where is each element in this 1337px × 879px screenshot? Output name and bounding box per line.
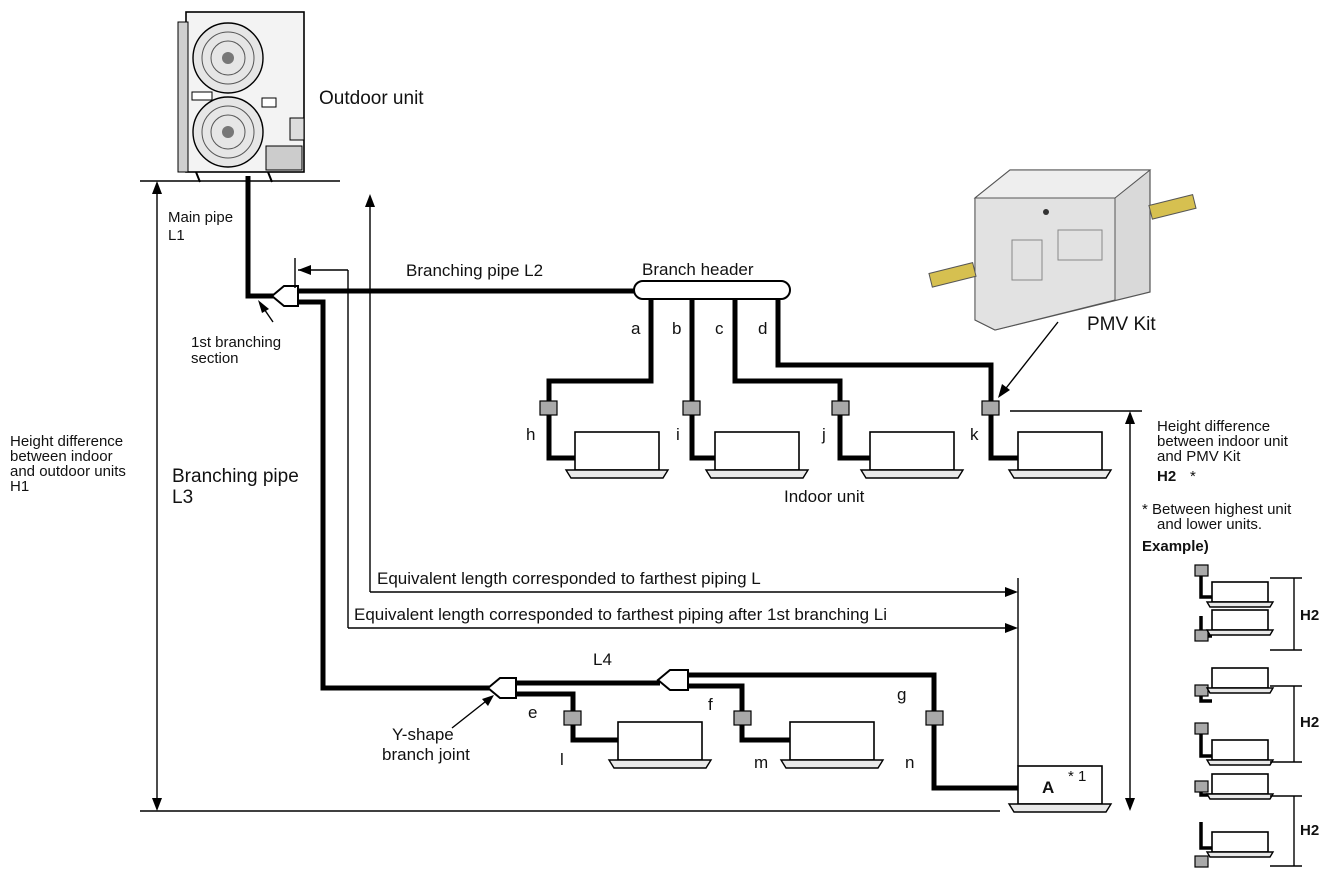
- branching-pipe-l3-label-line2: L3: [172, 487, 193, 508]
- y-branch-pointer-arrow: [482, 695, 494, 706]
- example-h2-label-3: H2: [1300, 822, 1319, 839]
- pipe-letter-e: e: [528, 703, 537, 722]
- indoor-unit-icon: [1017, 431, 1103, 471]
- pmv-kit-icon: [682, 400, 701, 416]
- y-branch-pointer-line: [451, 697, 491, 729]
- pipe-a-line: [546, 299, 654, 402]
- first-branching-label-line1: 1st branching: [191, 334, 281, 351]
- pipe-letter-l: l: [560, 750, 564, 769]
- pipe-letter-j: j: [821, 425, 826, 444]
- branching-pipe-l3-label-line1: Branching pipe: [172, 466, 299, 487]
- pmv-kit-icon: [981, 400, 1000, 416]
- main-pipe-label: Main pipe: [168, 209, 233, 226]
- indoor-group-l: [563, 710, 713, 769]
- h2-label-code: H2: [1157, 468, 1176, 485]
- main-pipe-code-label: L1: [168, 227, 185, 244]
- indoor-group-h: [539, 400, 670, 479]
- example-illustration: [1194, 564, 1302, 868]
- pipe-letter-f: f: [708, 695, 713, 714]
- pmv-kit-icon: [831, 400, 850, 416]
- l4-label: L4: [593, 650, 612, 669]
- pipe-g-line: [688, 672, 937, 712]
- pipe-e-line: [516, 691, 576, 712]
- pmv-kit-icon: [925, 710, 944, 726]
- pipe-letter-i: i: [676, 425, 680, 444]
- pmv-kit-pointer-arrow: [998, 384, 1010, 398]
- h1-label-line1: Height difference: [10, 433, 123, 450]
- branch-header-label: Branch header: [642, 260, 754, 279]
- pmv-kit-icon: [733, 710, 752, 726]
- unit-a-note-label: * 1: [1068, 768, 1086, 785]
- equiv-length-li-arrow: [294, 258, 1018, 633]
- pipe-d-line: [775, 299, 994, 402]
- first-branching-label-line2: section: [191, 350, 239, 367]
- y-branch-joint-1-icon: [486, 677, 517, 699]
- pipe-letter-c: c: [715, 319, 724, 338]
- indoor-group-m: [733, 710, 885, 769]
- pipe-letter-n: n: [905, 753, 914, 772]
- indoor-unit-icon: [617, 721, 703, 761]
- h1-label-line4: H1: [10, 478, 29, 495]
- h2-label-asterisk: *: [1190, 468, 1196, 485]
- outdoor-unit-illustration: [177, 11, 305, 183]
- pipe-f-line: [688, 683, 745, 712]
- first-branch-pointer-arrow: [258, 300, 269, 313]
- pmv-kit-label: PMV Kit: [1087, 314, 1156, 335]
- unit-a-label: A: [1042, 778, 1054, 797]
- example-h2-label-2: H2: [1300, 714, 1319, 731]
- example-label: Example): [1142, 538, 1209, 555]
- h2-label-line3: and PMV Kit: [1157, 448, 1241, 465]
- pipe-letter-g: g: [897, 685, 906, 704]
- pipe-c-line: [732, 299, 843, 402]
- h2-label-line1: Height difference: [1157, 418, 1270, 435]
- pipe-letter-k: k: [970, 425, 979, 444]
- indoor-unit-label: Indoor unit: [784, 487, 865, 506]
- first-branch-joint-icon: [270, 285, 299, 307]
- indoor-unit-icon: [869, 431, 955, 471]
- pipe-letter-h: h: [526, 425, 535, 444]
- equiv-length-li-label: Equivalent length corresponded to farthe…: [354, 605, 887, 624]
- y-shape-label-line1: Y-shape: [392, 725, 454, 744]
- branching-pipe-l2-label: Branching pipe L2: [406, 261, 543, 280]
- indoor-unit-a-icon: [1017, 765, 1103, 805]
- example-h2-label-1: H2: [1300, 607, 1319, 624]
- pmv-kit-icon: [539, 400, 558, 416]
- pipe-letter-m: m: [754, 753, 768, 772]
- y-shape-label-line2: branch joint: [382, 745, 470, 764]
- outdoor-unit-label: Outdoor unit: [319, 88, 424, 109]
- pipe-letter-b: b: [672, 319, 681, 338]
- indoor-unit-icon: [574, 431, 660, 471]
- indoor-group-j: [831, 400, 965, 479]
- equiv-length-l-arrow: [365, 194, 1018, 597]
- pmv-kit-illustration: [928, 169, 1197, 331]
- h1-dimension-arrow: [152, 181, 162, 811]
- pipe-letter-d: d: [758, 319, 767, 338]
- h2-dimension-arrow: [1125, 411, 1135, 811]
- indoor-group-i: [682, 400, 810, 479]
- branching-pipe-l3-line: [298, 299, 490, 691]
- note-line2: and lower units.: [1157, 516, 1262, 533]
- indoor-unit-icon: [714, 431, 800, 471]
- equiv-length-l-label: Equivalent length corresponded to farthe…: [377, 569, 761, 588]
- branch-header-icon: [633, 280, 791, 300]
- indoor-unit-icon: [789, 721, 875, 761]
- pmv-kit-pointer-line: [1002, 321, 1059, 393]
- indoor-group-n: [925, 710, 1113, 813]
- pipe-letter-a: a: [631, 319, 641, 338]
- indoor-group-k: [981, 400, 1113, 479]
- h1-label-line3: and outdoor units: [10, 463, 126, 480]
- pmv-kit-icon: [563, 710, 582, 726]
- note-line1: * Between highest unit: [1142, 501, 1292, 518]
- h2-label-line2: between indoor unit: [1157, 433, 1289, 450]
- y-branch-joint-2-icon: [656, 669, 689, 691]
- h1-label-line2: between indoor: [10, 448, 113, 465]
- main-pipe-line: [245, 176, 275, 299]
